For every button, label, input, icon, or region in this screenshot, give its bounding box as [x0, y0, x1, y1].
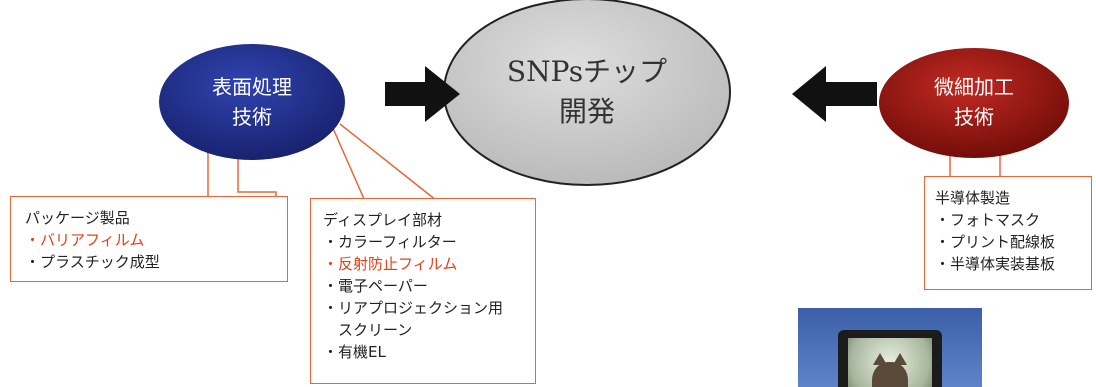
connector-line — [339, 123, 447, 209]
tv-screen — [848, 338, 932, 387]
snps-chip-label-text: SNPsチップ 開発 — [506, 55, 668, 128]
packaging-item: ・プラスチック成型 — [25, 253, 160, 271]
semiconductor-item: ・プリント配線板 — [935, 233, 1056, 251]
packaging-box: パッケージ製品 ・バリアフィルム ・プラスチック成型 — [10, 196, 288, 282]
display-product-photo — [798, 308, 982, 387]
cat-image — [872, 353, 908, 387]
display-item: ・カラーフィルター — [323, 233, 457, 251]
television-image — [838, 330, 942, 387]
surface-treatment-node — [159, 44, 345, 160]
packaging-item: ・バリアフィルム — [25, 231, 145, 249]
display-item: ・有機EL — [323, 343, 386, 361]
connector-line — [331, 125, 369, 209]
display-box: ディスプレイ部材 ・カラーフィルター ・反射防止フィルム ・電子ペーパー ・リア… — [310, 198, 536, 384]
display-title: ディスプレイ部材 — [323, 211, 442, 229]
semiconductor-item: ・半導体実装基板 — [935, 255, 1056, 273]
display-item: スクリーン — [323, 321, 413, 339]
semiconductor-item: ・フォトマスク — [935, 211, 1041, 229]
packaging-title: パッケージ製品 — [25, 209, 130, 227]
semiconductor-box: 半導体製造 ・フォトマスク ・プリント配線板 ・半導体実装基板 — [924, 176, 1092, 290]
display-item: ・電子ペーパー — [323, 277, 428, 295]
microfabrication-node — [879, 48, 1069, 158]
left-arrow — [792, 66, 877, 122]
right-arrow — [385, 66, 460, 122]
surface-treatment-label: 表面処理 技術 — [212, 75, 292, 129]
snps-chip-label: SNPsチップ 開発 — [490, 52, 684, 132]
cat-ear — [873, 353, 887, 365]
semiconductor-title: 半導体製造 — [935, 189, 1011, 207]
display-item: ・リアプロジェクション用 — [323, 299, 504, 317]
display-item: ・反射防止フィルム — [323, 255, 458, 273]
cat-ear — [893, 353, 907, 365]
microfabrication-label: 微細加工 技術 — [934, 75, 1014, 129]
